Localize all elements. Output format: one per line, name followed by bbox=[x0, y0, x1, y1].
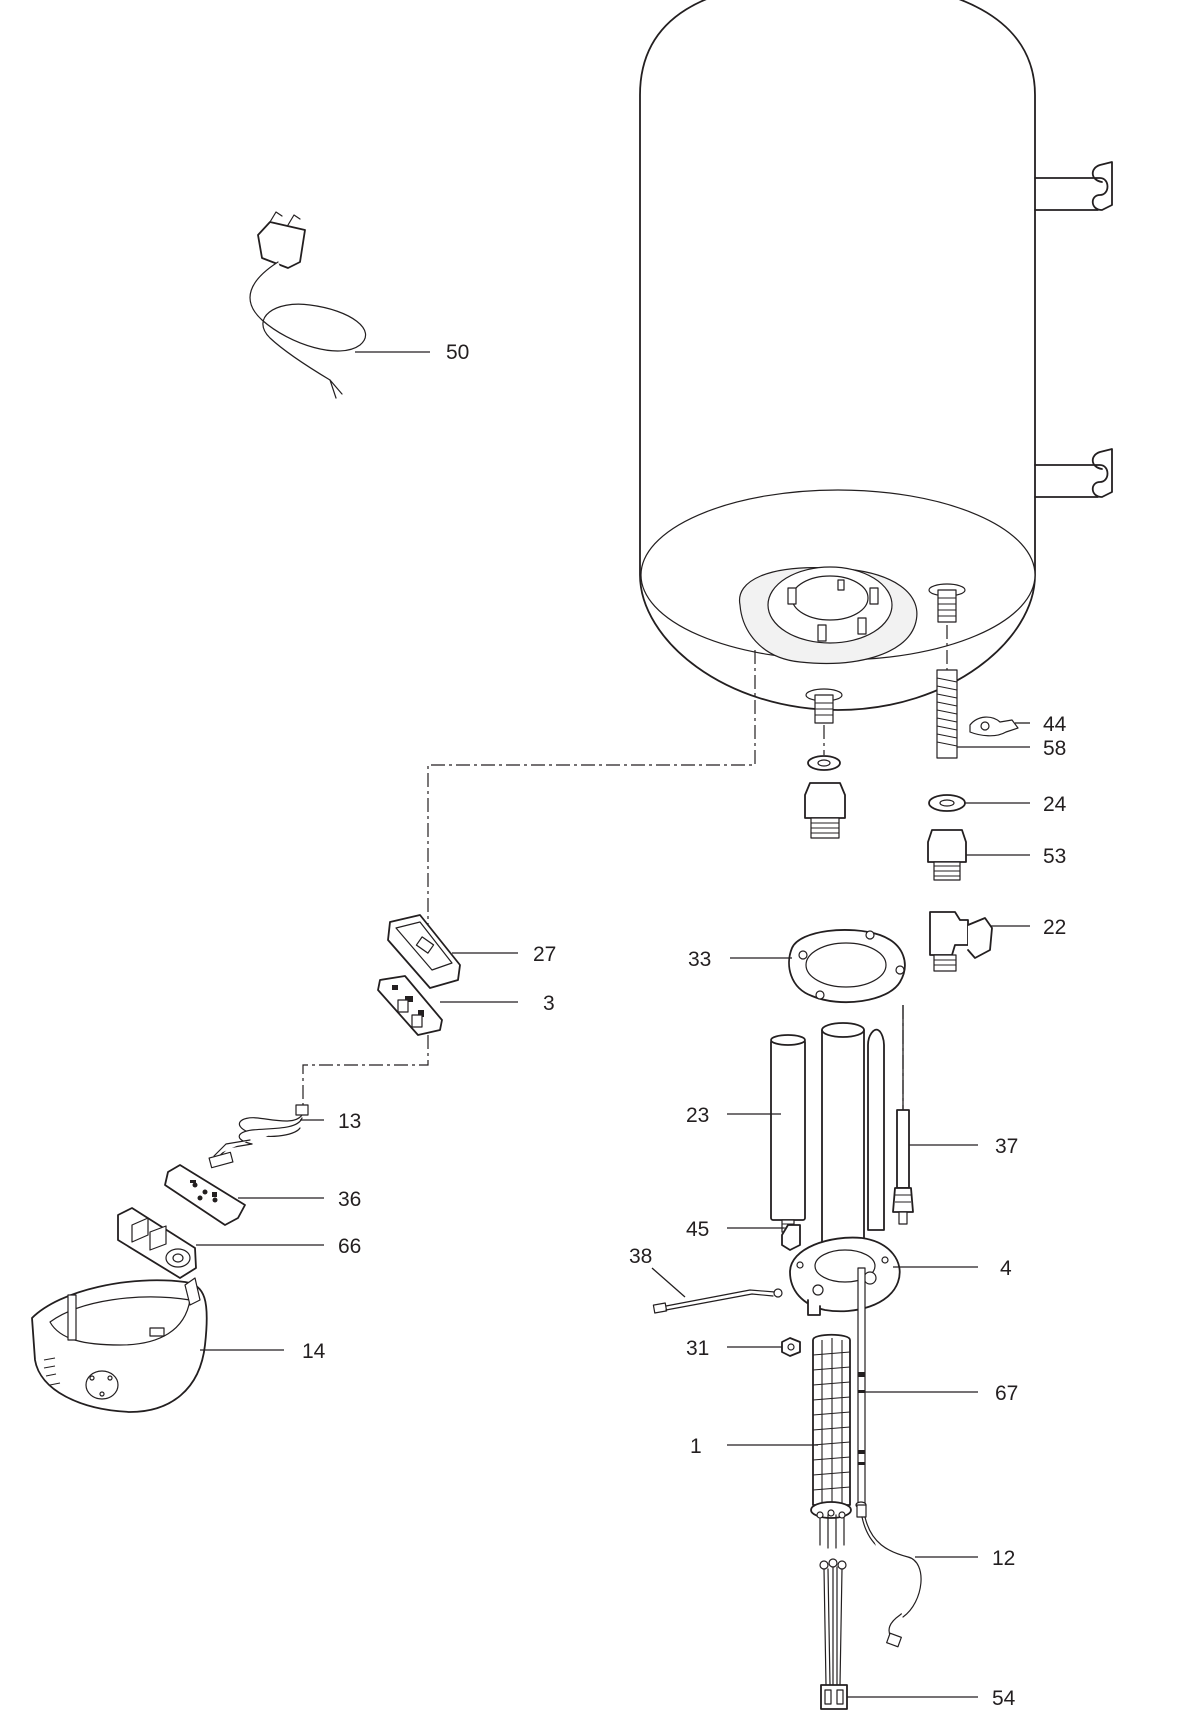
assembly-line-thermostat-to-cable bbox=[302, 1010, 429, 1108]
callout-12: 12 bbox=[992, 1547, 1015, 1570]
part-4-flange: 4 bbox=[789, 1236, 1012, 1316]
part-58-rod: 58 bbox=[936, 669, 1066, 760]
callout-45: 45 bbox=[686, 1218, 709, 1241]
callout-36: 36 bbox=[338, 1188, 361, 1211]
callout-3: 3 bbox=[543, 992, 555, 1015]
part-54-wire-connector: 54 bbox=[819, 1558, 1016, 1710]
part-66-control-mount: 66 bbox=[117, 1207, 361, 1279]
part-45-elbow: 45 bbox=[686, 1218, 801, 1251]
callout-66: 66 bbox=[338, 1235, 361, 1258]
callout-50: 50 bbox=[446, 341, 469, 364]
callout-58: 58 bbox=[1043, 737, 1066, 760]
callout-37: 37 bbox=[995, 1135, 1018, 1158]
callout-31: 31 bbox=[686, 1337, 709, 1360]
callout-38: 38 bbox=[629, 1245, 652, 1268]
callout-13: 13 bbox=[338, 1110, 361, 1133]
part-23-anode: 23 bbox=[686, 1034, 806, 1233]
wall-bracket-lower bbox=[1034, 448, 1113, 498]
assembly-line-flange-to-thermostat bbox=[427, 650, 756, 925]
callout-27: 27 bbox=[533, 943, 556, 966]
heating-element-sheath bbox=[821, 1022, 885, 1276]
callout-54: 54 bbox=[992, 1687, 1016, 1710]
part-67-probe-tube: 67 bbox=[855, 1267, 1018, 1509]
left-outlet-washer-and-connector bbox=[804, 755, 846, 839]
callout-67: 67 bbox=[995, 1382, 1018, 1405]
callout-24: 24 bbox=[1043, 793, 1067, 816]
part-50-power-cord: 50 bbox=[249, 211, 469, 399]
part-12-sensor-cable: 12 bbox=[856, 1504, 1015, 1648]
part-13-wiring-harness: 13 bbox=[208, 1104, 361, 1169]
part-36-display-pcb: 36 bbox=[164, 1164, 361, 1226]
callout-14: 14 bbox=[302, 1340, 326, 1363]
part-22-safety-valve: 22 bbox=[929, 911, 1066, 972]
tank-outlet-left bbox=[805, 688, 843, 724]
part-33-gasket: 33 bbox=[688, 929, 906, 1004]
part-1-heating-element: 1 bbox=[690, 1333, 852, 1549]
callout-4: 4 bbox=[1000, 1257, 1012, 1280]
part-24-washer: 24 bbox=[928, 793, 1067, 816]
part-37-probe: 37 bbox=[892, 1005, 1018, 1225]
part-44-clip: 44 bbox=[969, 713, 1067, 737]
callout-1: 1 bbox=[690, 1435, 702, 1458]
callout-33: 33 bbox=[688, 948, 711, 971]
callout-23: 23 bbox=[686, 1104, 709, 1127]
part-27-thermostat-cover: 27 bbox=[387, 914, 556, 989]
part-53-connector: 53 bbox=[927, 829, 1066, 881]
callout-22: 22 bbox=[1043, 916, 1066, 939]
callout-53: 53 bbox=[1043, 845, 1066, 868]
part-3-thermostat-board: 3 bbox=[377, 975, 555, 1036]
part-31-nut: 31 bbox=[686, 1337, 801, 1360]
part-14-bottom-cover: 14 bbox=[31, 1277, 326, 1413]
part-38-earth-wire: 38 bbox=[629, 1245, 783, 1314]
wall-bracket-upper bbox=[1034, 161, 1113, 211]
callout-44: 44 bbox=[1043, 713, 1067, 736]
tank-outlet-right bbox=[928, 583, 966, 623]
tank bbox=[639, 0, 1036, 724]
